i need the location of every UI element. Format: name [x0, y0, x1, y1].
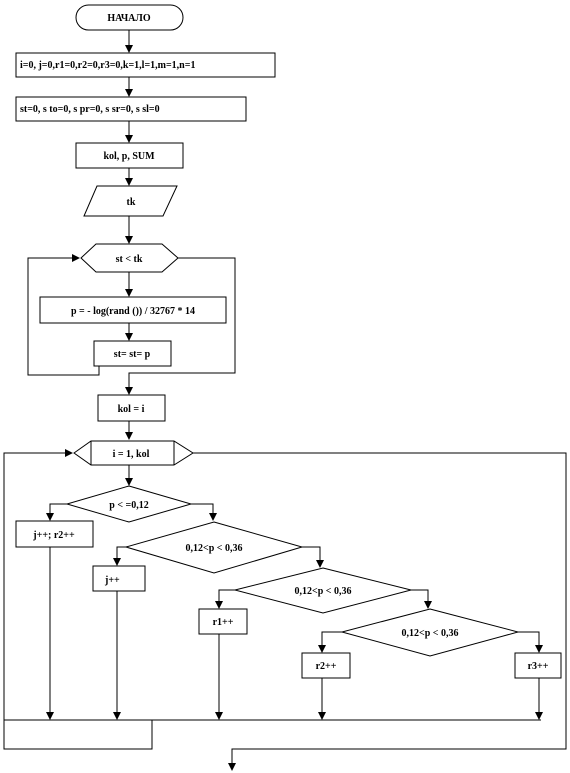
start-label: НАЧАЛО: [107, 13, 150, 24]
action-1-label: j++; r2++: [32, 530, 75, 541]
branch-line: [113, 546, 126, 566]
branch-line: [215, 589, 235, 609]
for-loop-label: i = 1, kol: [113, 449, 150, 460]
action-1-block: j++; r2++: [15, 520, 94, 548]
init-sums-label: st=0, s to=0, s pr=0, s sr=0, s sl=0: [20, 104, 160, 115]
action-5-block: r3++: [514, 652, 562, 679]
declare-block: kol, p, SUM: [75, 142, 184, 169]
loop-back-line: [27, 254, 100, 376]
action-2-block: j++: [92, 565, 146, 592]
action-3-block: r1++: [198, 608, 248, 635]
init-vars-block: i=0, j=0,r1=0,r2=0,r3=0,k=1,l=1,m=1,n=1: [15, 52, 276, 78]
while-loop-label: st < tk: [116, 254, 143, 265]
start-terminator: НАЧАЛО: [75, 4, 184, 31]
branch-line: [46, 503, 67, 521]
declare-label: kol, p, SUM: [103, 151, 155, 162]
compute-p-label: p = - log(rand ()) / 32767 * 14: [71, 306, 195, 317]
decision-4-label: 0,12<p < 0,36: [402, 628, 459, 639]
branch-line: [191, 503, 217, 521]
action-2-label: j++: [104, 575, 120, 586]
accumulate-label: st= st= p: [114, 349, 151, 360]
action-4-block: r2++: [301, 652, 351, 679]
assign-kol-label: kol = i: [118, 404, 145, 415]
assign-kol-block: kol = i: [97, 394, 166, 422]
init-vars-label: i=0, j=0,r1=0,r2=0,r3=0,k=1,l=1,m=1,n=1: [20, 60, 195, 71]
action-3-label: r1++: [213, 617, 234, 628]
init-sums-block: st=0, s to=0, s pr=0, s sr=0, s sl=0: [15, 96, 247, 122]
branch-line: [302, 546, 324, 568]
decision-1-label: p < =0,12: [109, 500, 148, 511]
decision-2-label: 0,12<p < 0,36: [186, 543, 243, 554]
decision-4: 0,12<p < 0,36: [340, 608, 520, 657]
decision-1: p < =0,12: [65, 485, 193, 523]
input-tk: tk: [83, 185, 178, 217]
branch-line: [318, 631, 342, 653]
for-loop-exit-line: [193, 452, 567, 771]
for-loop-back-line: [3, 449, 153, 750]
branch-line: [411, 589, 432, 609]
loop-exit-line: [125, 257, 236, 395]
compute-p-block: p = - log(rand ()) / 32767 * 14: [39, 296, 227, 324]
decision-2: 0,12<p < 0,36: [124, 521, 304, 574]
accumulate-block: st= st= p: [93, 340, 172, 367]
action-5-label: r3++: [528, 661, 549, 672]
input-tk-label: tk: [127, 197, 136, 208]
decision-3-label: 0,12<p < 0,36: [295, 586, 352, 597]
while-loop: st < tk: [80, 243, 179, 273]
for-loop: i = 1, kol: [73, 440, 194, 466]
branch-line: [518, 631, 543, 653]
action-4-label: r2++: [316, 661, 337, 672]
decision-3: 0,12<p < 0,36: [234, 567, 412, 614]
